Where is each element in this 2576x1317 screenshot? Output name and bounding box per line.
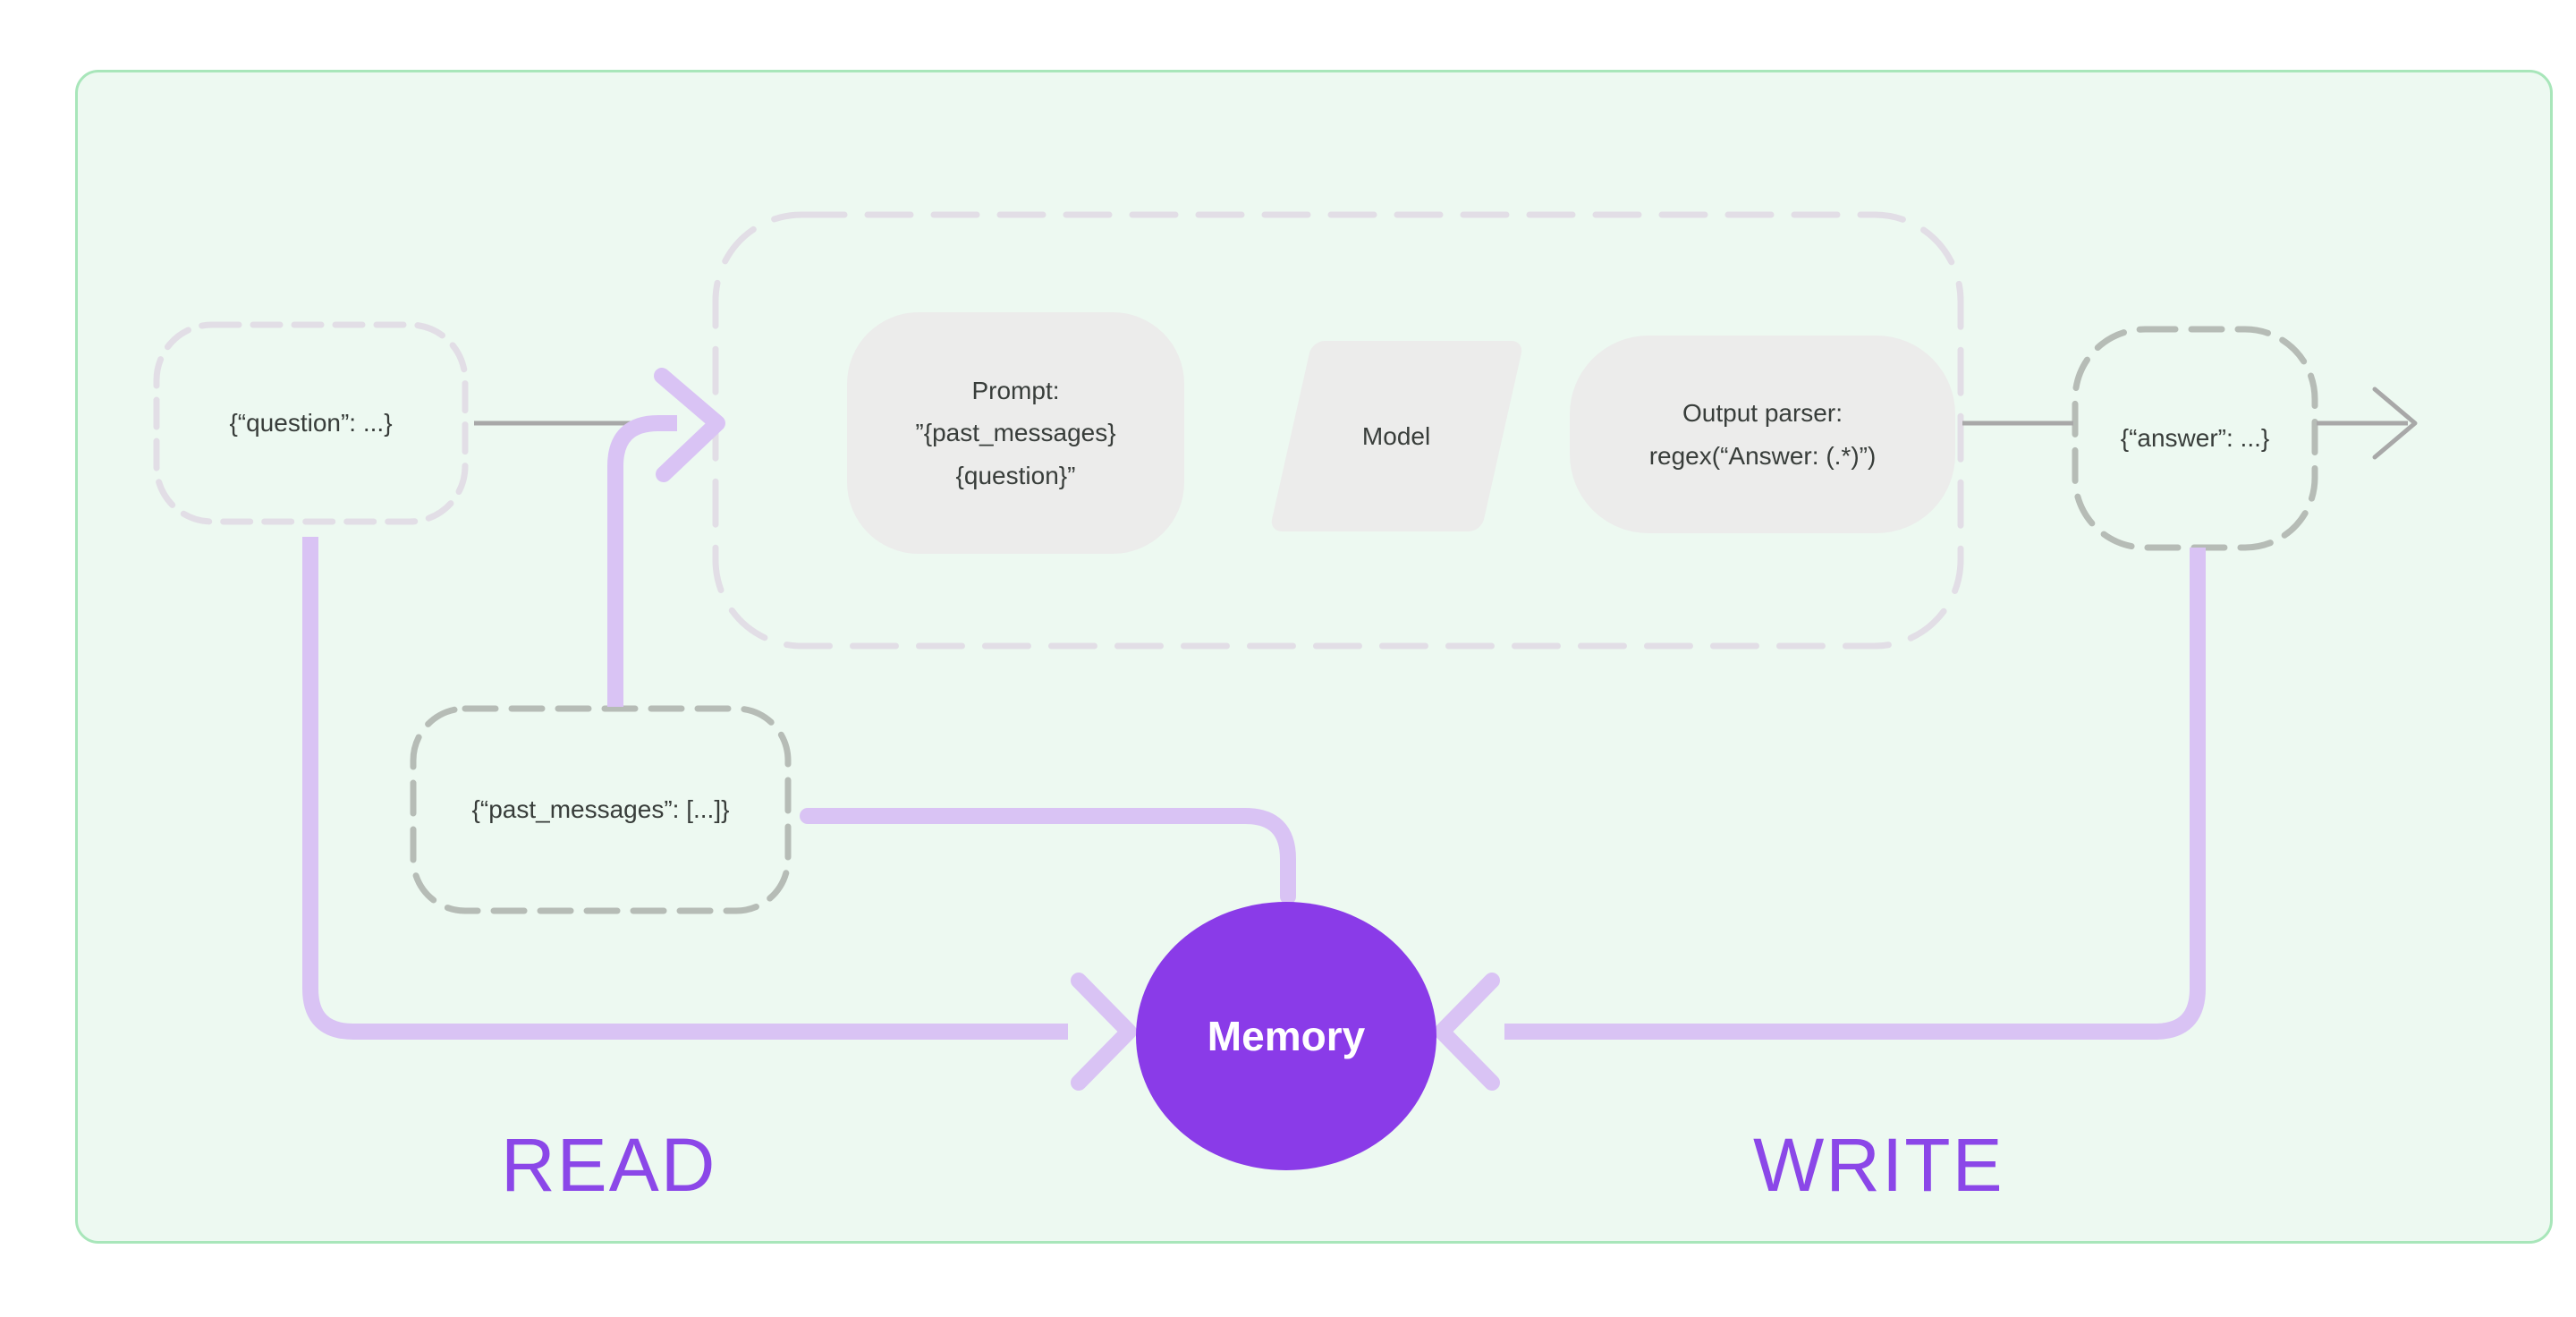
- memory-node-label: Memory: [1207, 1013, 1366, 1059]
- answer-node-label: {“answer”: ...}: [2120, 424, 2270, 453]
- answer-to-memory-write-connector: [1504, 548, 2206, 1040]
- memory-write-arrowhead-icon: [1434, 973, 1500, 1091]
- question-node-dashed-border: [153, 321, 469, 525]
- prompt-node: Prompt: ”{past_messages} {question}”: [847, 312, 1184, 554]
- model-node-label: Model: [1362, 421, 1431, 450]
- model-node: Model: [1268, 341, 1525, 531]
- memory-node: Memory: [1136, 902, 1436, 1170]
- read-annotation: READ: [501, 1123, 717, 1207]
- answer-node: {“answer”: ...}: [2075, 329, 2315, 548]
- write-annotation: WRITE: [1753, 1123, 2004, 1207]
- memory-to-past-messages-connector: [800, 808, 1296, 905]
- question-node: {“question”: ...}: [157, 325, 465, 522]
- question-to-memory-read-connector: [302, 537, 1068, 1040]
- question-node-label: {“question”: ...}: [229, 409, 393, 438]
- chain-input-arrowhead-icon: [654, 368, 725, 482]
- memory-read-arrowhead-icon: [1071, 973, 1137, 1091]
- past-messages-node-label: {“past_messages”: [...]}: [471, 795, 730, 824]
- past-messages-node: {“past_messages”: [...]}: [413, 709, 788, 911]
- answer-output-arrowhead-icon: [2372, 387, 2418, 460]
- prompt-node-label: Prompt: ”{past_messages} {question}”: [915, 376, 1116, 489]
- past-messages-to-chain-connector: [607, 415, 677, 707]
- output-parser-node: Output parser: regex(“Answer: (.*)”): [1570, 336, 1955, 533]
- output-parser-node-label: Output parser: regex(“Answer: (.*)”): [1648, 398, 1877, 470]
- past-messages-node-dashed-border: [410, 705, 792, 914]
